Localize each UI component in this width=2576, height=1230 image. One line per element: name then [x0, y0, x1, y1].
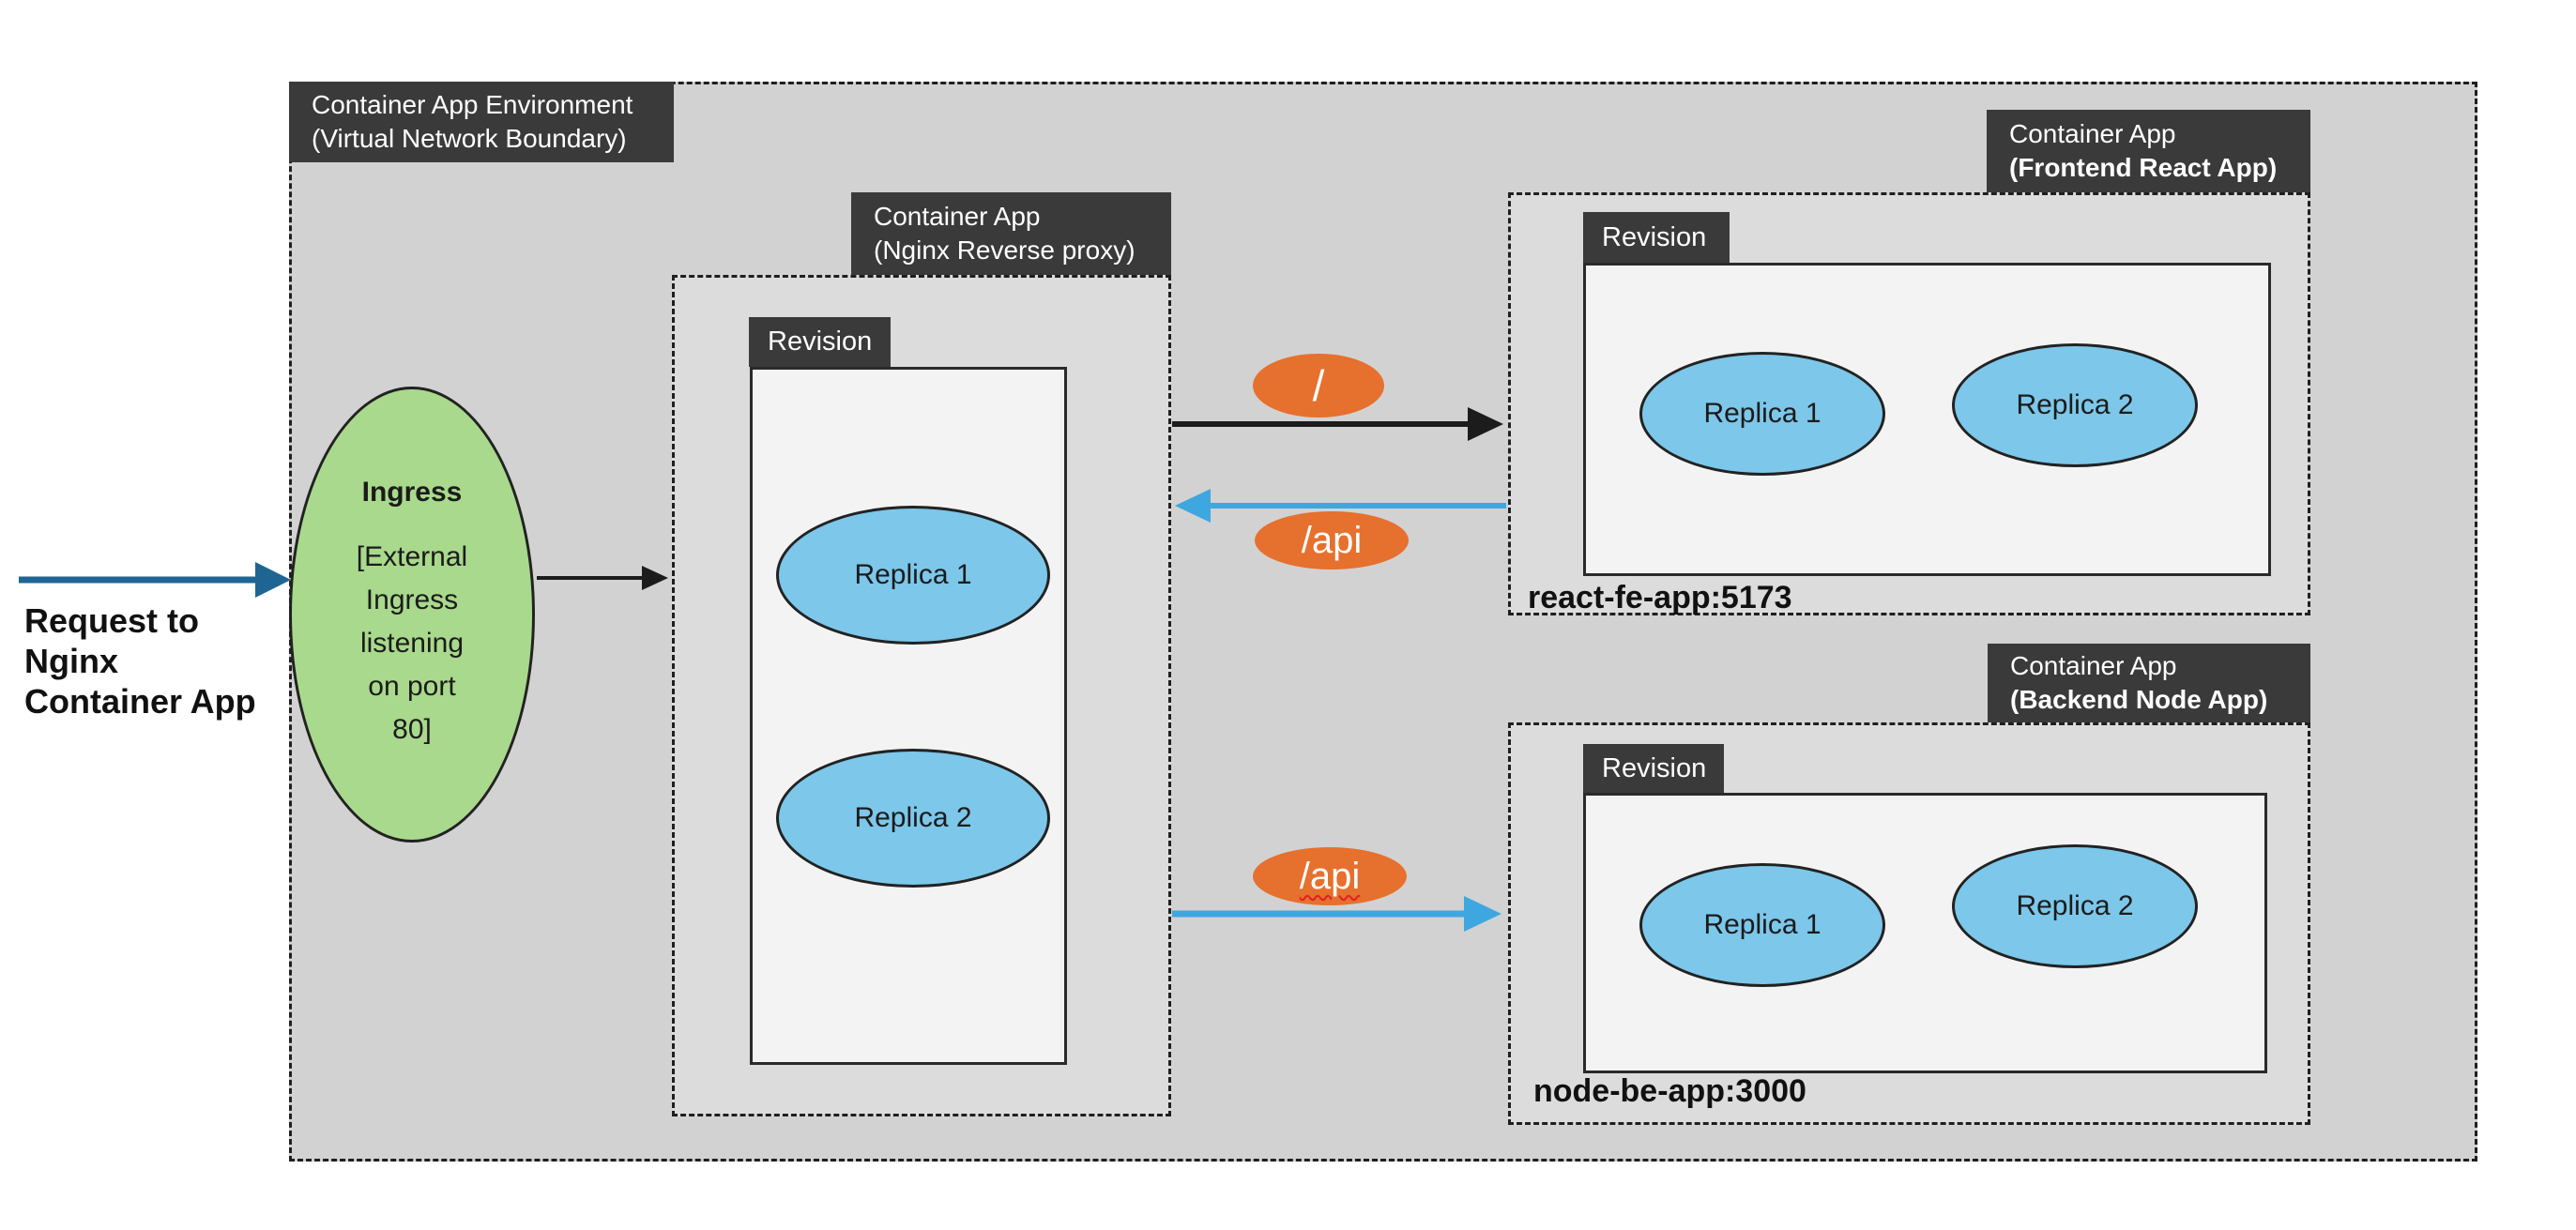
- backend-revision-label: Revision: [1583, 744, 1724, 793]
- nginx-replica-2: Replica 2: [776, 749, 1050, 888]
- route-badge-root: /: [1253, 354, 1384, 418]
- nginx-title-line2: (Nginx Reverse proxy): [874, 235, 1136, 265]
- frontend-replica-1: Replica 1: [1639, 352, 1885, 476]
- nginx-replica-1: Replica 1: [776, 506, 1050, 645]
- frontend-title-line1: Container App: [2009, 119, 2176, 148]
- nginx-revision-box: [750, 367, 1067, 1065]
- backend-title-line1: Container App: [2010, 651, 2177, 680]
- environment-header: Container App Environment (Virtual Netwo…: [289, 82, 674, 162]
- environment-title-line2: (Virtual Network Boundary): [312, 124, 627, 153]
- nginx-header: Container App (Nginx Reverse proxy): [851, 192, 1171, 275]
- ingress-ellipse: Ingress [External Ingress listening on p…: [289, 387, 535, 843]
- nginx-revision-label: Revision: [749, 317, 891, 367]
- route-badge-api-backend: /api: [1253, 847, 1407, 905]
- nginx-title-line1: Container App: [874, 202, 1041, 231]
- backend-title-line2: (Backend Node App): [2010, 685, 2268, 714]
- ingress-title: Ingress: [361, 477, 463, 508]
- frontend-title-line2: (Frontend React App): [2009, 153, 2278, 182]
- environment-title-line1: Container App Environment: [312, 90, 633, 119]
- route-badge-api-return: /api: [1255, 511, 1409, 569]
- backend-header: Container App (Backend Node App): [1988, 644, 2310, 722]
- ingress-subtitle: [External Ingress listening on port 80]: [356, 541, 468, 745]
- backend-endpoint-label: node-be-app:3000: [1533, 1073, 1806, 1109]
- request-arrow: [19, 562, 291, 598]
- frontend-replica-2: Replica 2: [1952, 343, 2198, 467]
- backend-replica-1: Replica 1: [1639, 863, 1885, 987]
- frontend-endpoint-label: react-fe-app:5173: [1528, 580, 1792, 615]
- frontend-revision-label: Revision: [1583, 212, 1730, 263]
- frontend-header: Container App (Frontend React App): [1987, 110, 2310, 192]
- backend-replica-2: Replica 2: [1952, 844, 2198, 968]
- request-label: Request to Nginx Container App: [24, 601, 256, 721]
